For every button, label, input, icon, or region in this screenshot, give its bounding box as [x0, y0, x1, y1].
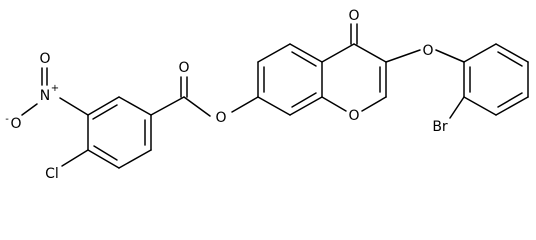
atom-label-ester-oxygen: O — [215, 110, 226, 126]
bonds — [21, 23, 529, 169]
atom-label-nitrogen: N — [40, 88, 50, 104]
atom-label-nitro-plus-charge: + — [51, 83, 59, 94]
atom-label-chlorine: Cl — [45, 166, 59, 182]
atom-label-ether-oxygen: O — [422, 43, 433, 59]
atom-label-ester-carbonyl-oxygen: O — [178, 60, 189, 76]
ester-linkage — [150, 76, 259, 117]
atom-label-ring-oxygen: O — [348, 108, 359, 124]
atom-label-nitro-minus-charge: - — [5, 114, 9, 125]
atom-label-bromine: Br — [432, 119, 448, 135]
atom-labels: O O O O O N + O - O Cl Br — [5, 8, 448, 182]
molecule-diagram: O O O O O N + O - O Cl Br — [5, 8, 529, 182]
bromophenyl-ether — [385, 43, 529, 119]
pyranone-ring — [321, 23, 387, 112]
atom-label-nitro-oxygen-left: O — [10, 116, 21, 132]
chromone-benzo-ring — [257, 43, 323, 116]
chloronitrophenyl-ring — [21, 67, 152, 169]
atom-label-nitro-oxygen-top: O — [39, 51, 50, 67]
atom-label-ketone-oxygen: O — [348, 8, 359, 24]
